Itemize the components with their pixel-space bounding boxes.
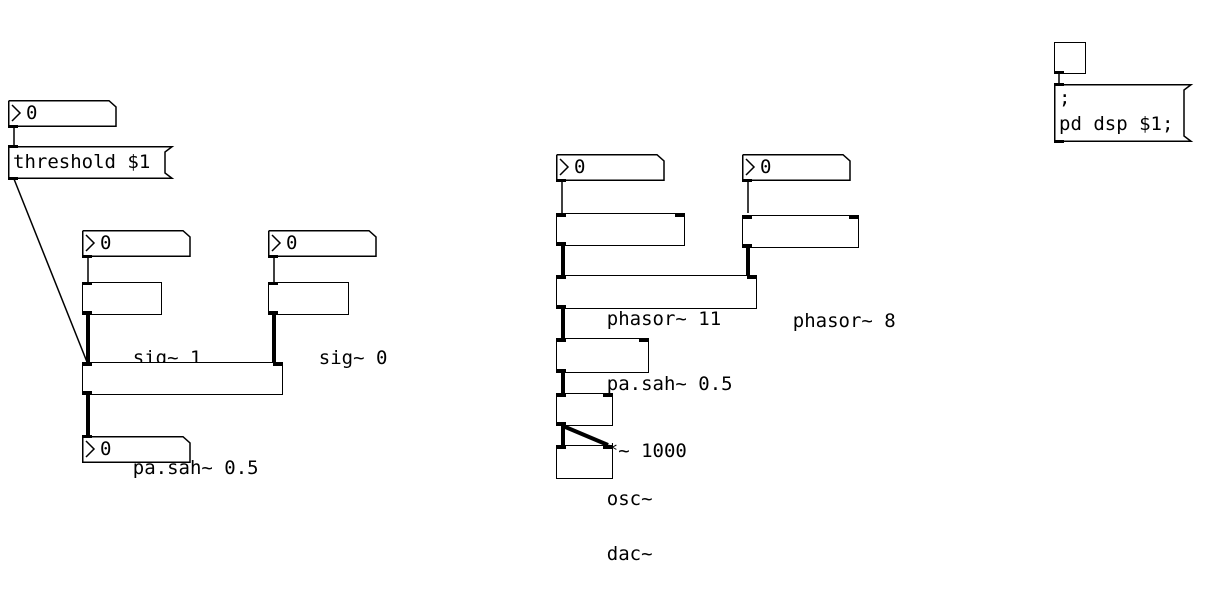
phasor8-object[interactable]: phasor~ 8 — [742, 215, 896, 332]
threshold-number-box[interactable]: 0 — [8, 100, 117, 128]
outlet[interactable] — [556, 179, 566, 182]
inlet[interactable] — [556, 445, 566, 449]
outlet[interactable] — [82, 391, 92, 395]
outlet[interactable] — [1054, 71, 1064, 74]
dsp-message[interactable]: ; pd dsp $1; — [1054, 83, 1194, 143]
number-box-frame — [82, 230, 191, 257]
object-text: phasor~ 8 — [792, 310, 896, 332]
outlet[interactable] — [8, 177, 18, 180]
inlet[interactable] — [1054, 83, 1064, 86]
inlet[interactable] — [82, 282, 92, 285]
outlet[interactable] — [268, 255, 278, 258]
number-value: 0 — [100, 438, 112, 460]
number-box-frame — [8, 100, 117, 127]
number-value: 0 — [574, 156, 586, 178]
number-box-frame — [82, 436, 191, 463]
number-value: 0 — [100, 232, 112, 254]
inlet[interactable] — [639, 338, 649, 342]
dsp-toggle[interactable] — [1054, 42, 1086, 74]
number-box-frame — [556, 154, 665, 181]
inlet[interactable] — [268, 282, 278, 285]
outlet[interactable] — [742, 244, 752, 248]
inlet[interactable] — [556, 275, 566, 279]
inlet[interactable] — [747, 275, 757, 279]
outlet[interactable] — [8, 125, 18, 128]
output-number-box[interactable]: 0 — [82, 435, 191, 463]
threshold-message[interactable]: threshold $1 — [8, 145, 175, 180]
phasor11-object[interactable]: phasor~ 11 — [556, 213, 721, 330]
inlet[interactable] — [556, 213, 566, 217]
inlet[interactable] — [675, 213, 685, 217]
osc-object[interactable]: osc~ — [556, 393, 653, 510]
outlet[interactable] — [1054, 140, 1064, 143]
message-line-2: pd dsp $1; — [1059, 113, 1174, 135]
sig0-object[interactable]: sig~ 0 — [268, 282, 387, 369]
phasor11-number-box[interactable]: 0 — [556, 154, 665, 182]
outlet[interactable] — [268, 311, 278, 315]
middle-sah-object[interactable]: pa.sah~ 0.5 — [556, 275, 757, 395]
left-sah-object[interactable]: pa.sah~ 0.5 — [82, 362, 283, 479]
phasor8-number-box[interactable]: 0 — [742, 154, 851, 182]
outlet[interactable] — [556, 369, 566, 373]
multiply-object[interactable]: *~ 1000 — [556, 338, 687, 462]
outlet[interactable] — [742, 179, 752, 182]
outlet[interactable] — [556, 305, 566, 309]
inlet[interactable] — [603, 393, 613, 397]
sig1-number-box[interactable]: 0 — [82, 230, 191, 258]
object-text: *~ 1000 — [606, 440, 687, 462]
inlet[interactable] — [82, 362, 92, 366]
sig1-object[interactable]: sig~ 1 — [82, 282, 201, 369]
outlet[interactable] — [556, 242, 566, 246]
object-text: osc~ — [606, 488, 653, 510]
dac-object[interactable]: dac~ — [556, 445, 653, 565]
number-box-frame — [742, 154, 851, 181]
patch-canvas[interactable]: 0 threshold $1 0 0 sig~ 1 sig~ 0 — [0, 0, 1228, 565]
object-text: pa.sah~ 0.5 — [606, 373, 733, 395]
outlet[interactable] — [556, 422, 566, 426]
object-text: dac~ — [606, 543, 653, 565]
inlet[interactable] — [273, 362, 283, 366]
number-value: 0 — [760, 156, 772, 178]
number-box-frame — [268, 230, 377, 257]
number-value: 0 — [286, 232, 298, 254]
inlet[interactable] — [742, 215, 752, 219]
sig0-number-box[interactable]: 0 — [268, 230, 377, 258]
number-value: 0 — [26, 102, 38, 124]
outlet[interactable] — [82, 255, 92, 258]
message-line-1: ; — [1059, 87, 1071, 109]
object-text: phasor~ 11 — [606, 308, 722, 330]
inlet[interactable] — [82, 435, 92, 438]
object-text: sig~ 0 — [318, 347, 388, 369]
inlet[interactable] — [849, 215, 859, 219]
message-text: threshold $1 — [13, 151, 151, 173]
inlet[interactable] — [8, 145, 18, 148]
outlet[interactable] — [82, 311, 92, 315]
inlet[interactable] — [556, 393, 566, 397]
inlet[interactable] — [603, 445, 613, 449]
inlet[interactable] — [556, 338, 566, 342]
